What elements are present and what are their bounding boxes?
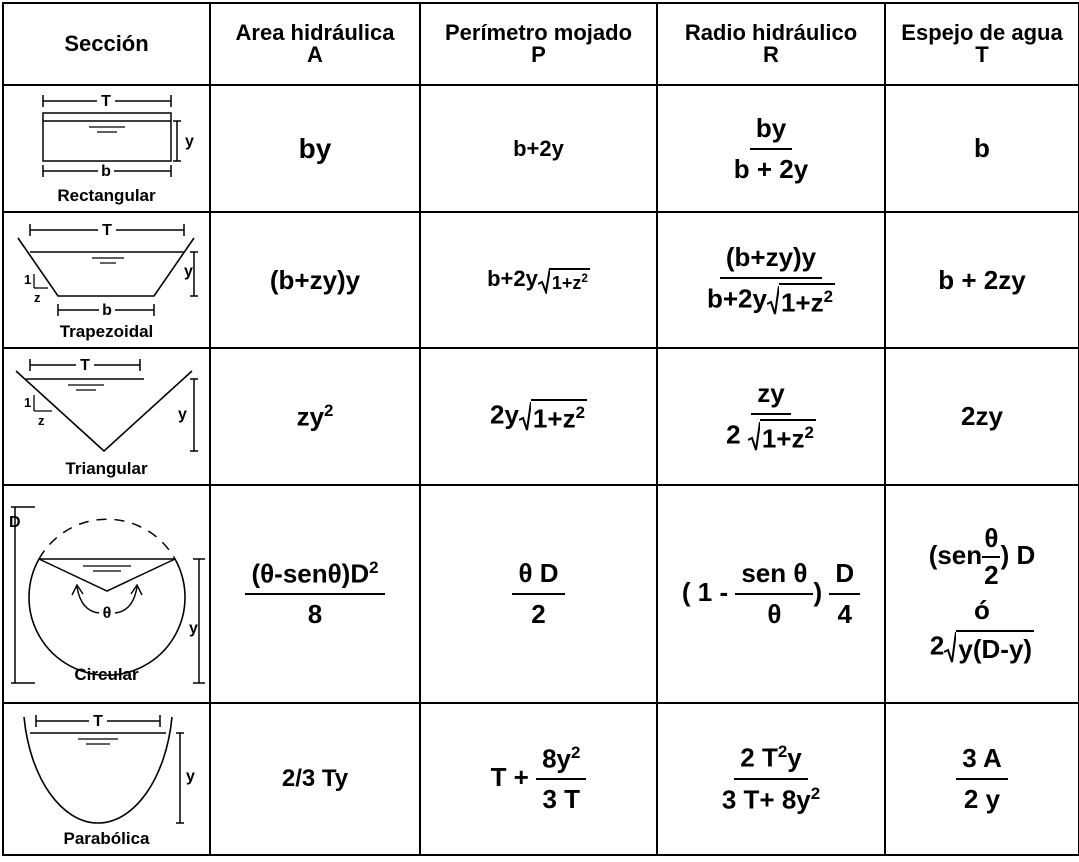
mirror-rectangular: b [884,84,1079,213]
area-triangular: zy2 [209,347,421,486]
area-trapezoidal: (b+zy)y [209,211,421,349]
perimeter-parabolica: T + 8y2 3 T [419,702,658,856]
dim-D: D [9,514,21,531]
svg-text:T: T [80,357,90,374]
trapezoidal-section-diagram: T 1 z y b [16,222,198,319]
section-trapezoidal: T 1 z y b Trapezoidal [2,211,211,349]
perimeter-rectangular: b+2y [419,84,658,213]
section-label: Trapezoidal [59,322,154,341]
section-label: Rectangular [57,186,156,205]
dim-T: T [101,93,111,110]
area-circular: (θ-senθ)D2 8 [209,484,421,704]
svg-text:T: T [102,222,112,239]
row-circular: D θ y Circular (θ-senθ)D2 [2,484,1079,704]
row-parabolica: T y Parabólica 2/3 Ty T + 8y2 3 T 2 T2y [2,702,1079,856]
mirror-triangular: 2zy [884,347,1079,486]
parabolic-section-diagram: T y [22,713,195,824]
dim-y: y [185,133,194,150]
svg-text:y: y [189,620,198,637]
section-rectangular: T y b Rectangular [2,84,211,213]
section-label: Triangular [65,458,148,478]
section-parabolica: T y Parabólica [2,702,211,856]
svg-text:z: z [38,413,45,428]
triangular-section-diagram: T 1 z y [14,356,198,452]
svg-text:1: 1 [24,395,31,410]
svg-text:b: b [102,302,112,319]
svg-text:T: T [93,713,103,730]
section-label: Parabólica [63,829,150,848]
section-label: Circular [74,665,139,684]
section-circular: D θ y Circular [2,484,211,704]
angle-theta: θ [102,605,111,622]
svg-text:y: y [184,263,193,280]
svg-text:z: z [34,290,41,305]
row-trapezoidal: T 1 z y b Trapezoidal (b+zy)y [2,211,1079,349]
section-triangular: T 1 z y Triangular [2,347,211,486]
svg-text:1: 1 [24,272,31,287]
rectangular-section-diagram: T y b [41,93,194,180]
area-rectangular: by [209,84,421,213]
dim-b: b [101,163,111,180]
area-parabolica: 2/3 Ty [209,702,421,856]
radius-parabolica: 2 T2y 3 T+ 8y2 [656,702,886,856]
circular-section-diagram: D θ y [9,506,205,684]
header-section: Sección [2,2,211,86]
svg-text:y: y [186,768,195,785]
mirror-trapezoidal: b + 2zy [884,211,1079,349]
radius-triangular: zy 2 1+z2 [656,347,886,486]
svg-text:y: y [178,406,187,423]
